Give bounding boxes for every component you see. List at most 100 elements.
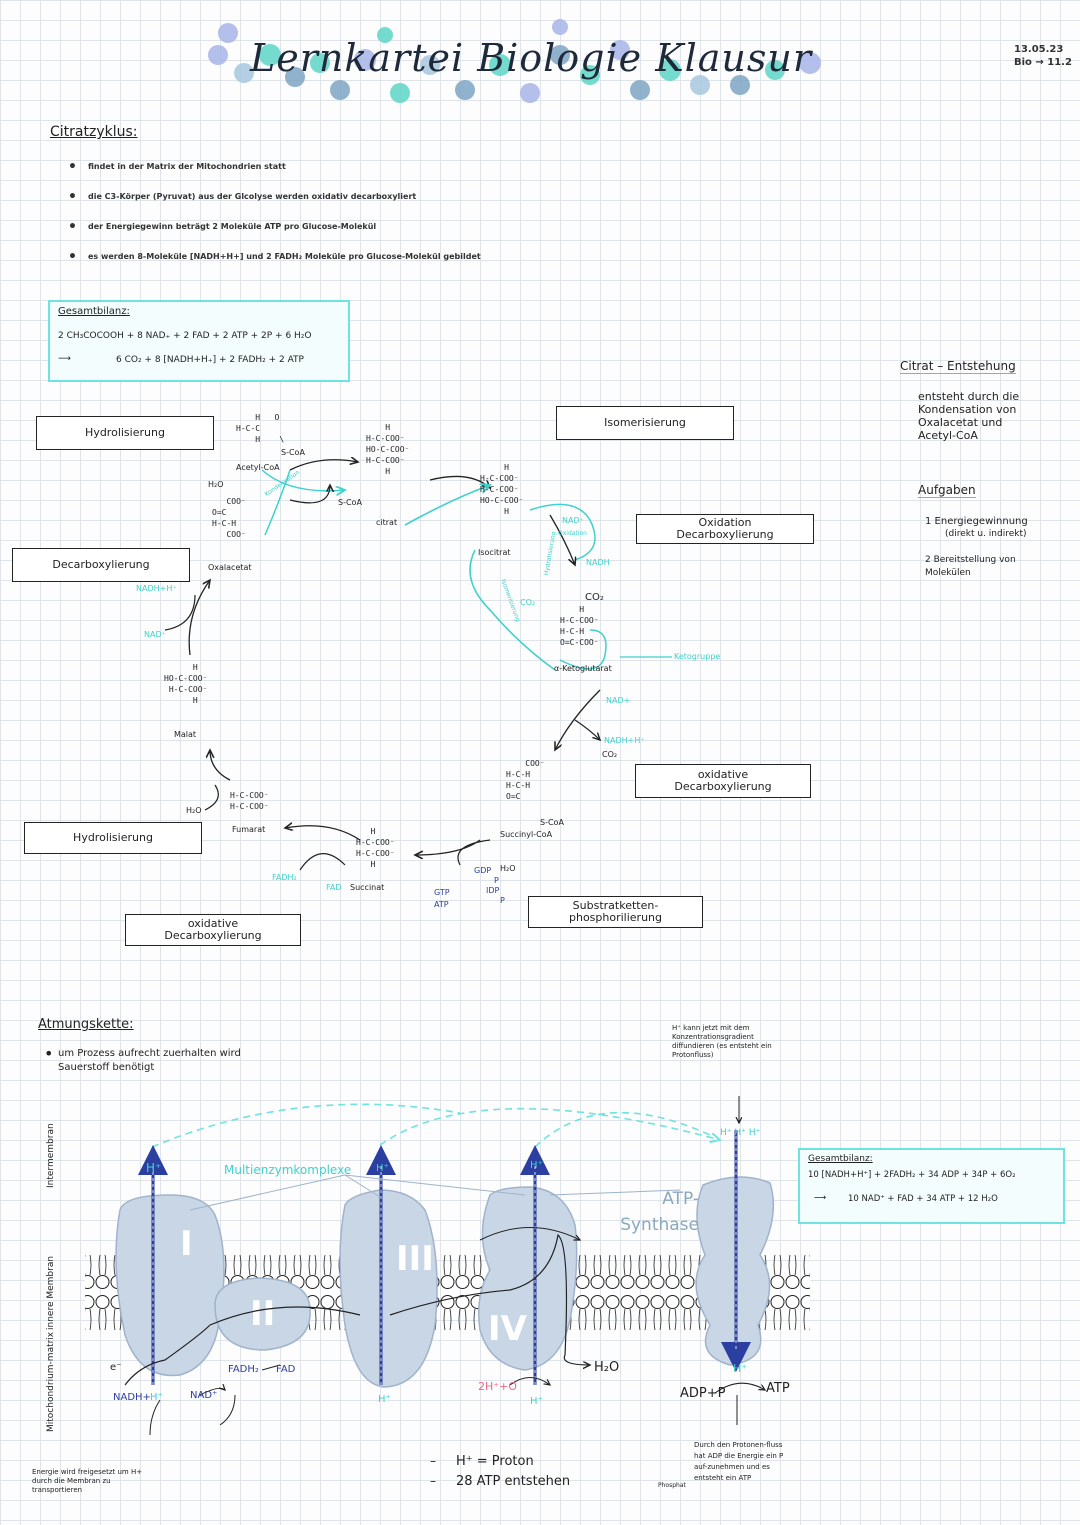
malate-structure: H HO-C-COO⁻ H-C-COO⁻ H: [164, 663, 208, 705]
hplus-label-4: H⁺: [378, 1394, 391, 1405]
h2o-bottom-label: H₂O: [186, 806, 202, 815]
respiratory-chain-heading: Atmungskette:: [38, 1017, 134, 1032]
fad-small-label: FAD: [326, 883, 342, 892]
side-label-matrix: Mitochondrium-matrix: [46, 1331, 56, 1432]
citrate-balance-line2: ⟶ 6 CO₂ + 8 [NADH+H₊] + 2 FADH₂ + 2 ATP: [58, 354, 304, 365]
complex-ii-label: II: [250, 1294, 275, 1334]
isocitrate-label: Isocitrat: [478, 548, 511, 557]
acetyl-coa-label: Acetyl-CoA: [236, 463, 280, 472]
tasks-heading: Aufgaben: [918, 483, 976, 498]
idp-label: IDP: [486, 886, 500, 895]
fadh2-label: FADH₂: [228, 1364, 259, 1375]
citrate-balance-label: Gesamtbilanz:: [58, 306, 130, 317]
complex-iv-label: IV: [488, 1309, 528, 1349]
gdp-label: GDP: [474, 866, 492, 875]
oxalacetate-structure: COO⁻ O=C H-C-H COO⁻: [212, 497, 246, 539]
malate-label: Malat: [174, 730, 197, 739]
succinate-label: Succinat: [350, 883, 385, 892]
synthase-note: Durch den Protonen-fluss hat ADP die Ene…: [694, 1441, 784, 1482]
complex-iii-label: III: [396, 1239, 434, 1279]
energy-note: Energie wird freigesetzt um H+ durch die…: [32, 1468, 143, 1494]
legend-dash-1: –: [430, 1454, 436, 1468]
citrate-balance-box: Gesamtbilanz: 2 CH₃COCOOH + 8 NAD₊ + 2 F…: [48, 300, 350, 382]
atp-output-label: ATP: [766, 1381, 790, 1396]
oxidation-small-label: Oxidation: [558, 530, 587, 537]
fadh2-small-label: FADH₂: [272, 873, 297, 882]
respiratory-balance-box: Gesamtbilanz: 10 [NADH+H⁺] + 2FADH₂ + 34…: [798, 1148, 1065, 1224]
hplus-label-6: H⁺: [733, 1362, 748, 1375]
step-substrate-phosphorylation: Substratketten-phosphorilierung: [528, 896, 703, 928]
step-oxidative-decarb-bottom: oxidative Decarboxylierung: [125, 914, 301, 946]
hplus-label-3: H⁺: [530, 1160, 543, 1171]
succinate-structure: H H-C-COO⁻ H-C-COO⁻ H: [356, 827, 395, 869]
step-oxidative-decarb-right: oxidative Decarboxylierung: [635, 764, 811, 798]
bullet-3: der Energiegewinn beträgt 2 Moleküle ATP…: [68, 219, 376, 235]
s-coa-succ-label: S-CoA: [540, 818, 564, 827]
respiratory-chain-diagram: I II III IV: [85, 1096, 810, 1435]
co2-iso-label: CO₂: [585, 592, 604, 603]
citrate-label: citrat: [376, 518, 398, 527]
oxalacetate-label: Oxalacetat: [208, 563, 252, 572]
ketoglutarate-label: α-Ketoglutarat: [554, 664, 612, 673]
co2-keto-label: CO₂: [602, 750, 618, 759]
legend-atp-count: 28 ATP entstehen: [456, 1474, 571, 1489]
subject-label: Bio → 11.2: [1014, 57, 1072, 68]
phosphat-label: Phosphat: [658, 1482, 686, 1489]
succinyl-coa-structure: COO⁻ H-C-H H-C-H O=C: [506, 759, 545, 801]
respiratory-balance-line2: ⟶ 10 NAD⁺ + FAD + 34 ATP + 12 H₂O: [814, 1193, 998, 1204]
step-hydrolysis-bottom: Hydrolisierung: [24, 822, 202, 854]
multienzyme-label: Multienzymkomplexe: [224, 1163, 352, 1177]
nadh-keto-label: NADH+H⁺: [604, 736, 645, 745]
task-1: 1 Energiegewinnung: [925, 516, 1028, 527]
p-label-2: P: [500, 896, 505, 905]
respiratory-balance-line1: 10 [NADH+H⁺] + 2FADH₂ + 34 ADP + 34P + 6…: [808, 1170, 1016, 1180]
electron-label: e⁻: [110, 1362, 122, 1373]
h2o-top-label: H₂O: [208, 480, 224, 489]
atp-label: ATP: [434, 900, 449, 909]
gtp-label: GTP: [434, 888, 450, 897]
page-title: Lernkartei Biologie Klausur: [250, 36, 813, 80]
step-decarboxylation: Decarboxylierung: [12, 548, 190, 582]
s-coa-label: S-CoA: [281, 448, 305, 457]
fumarate-structure: H-C-COO⁻ H-C-COO⁻: [230, 791, 269, 811]
task-2: 2 Bereitstellung von Molekülen: [925, 555, 1016, 578]
h2o-succ-label: H₂O: [500, 864, 516, 873]
fumarate-label: Fumarat: [232, 825, 266, 834]
citrate-balance-line1: 2 CH₃COCOOH + 8 NAD₊ + 2 FAD + 2 ATP + 2…: [58, 331, 312, 341]
hplus-label-nadh: H⁺: [150, 1392, 163, 1403]
step-hydrolysis-top: Hydrolisierung: [36, 416, 214, 450]
complex-i-label: I: [180, 1224, 193, 1264]
legend-dash-2: –: [430, 1474, 436, 1488]
hplus-label-5: H⁺: [530, 1396, 543, 1407]
water-out-label: H₂O: [594, 1360, 620, 1375]
co2-small-label: CO₂: [520, 598, 536, 607]
citrate-origin-text: entsteht durch die Kondensation von Oxal…: [918, 390, 1020, 442]
citrate-cycle-heading: Citratzyklus:: [50, 124, 138, 140]
citrate-origin-heading: Citrat – Entstehung: [900, 359, 1016, 374]
title-decoration: [208, 19, 821, 103]
atp-synthase-label: ATP-Synthase: [620, 1189, 699, 1235]
citrate-structure: H H-C-COO⁻ HO-C-COO⁻ H-C-COO⁻ H: [366, 423, 410, 476]
hplus-cluster-1: H⁺: [720, 1128, 732, 1138]
respiratory-balance-label: Gesamtbilanz:: [808, 1154, 873, 1164]
hplus-cluster-2: H⁺: [734, 1128, 746, 1138]
nadh-label: NADH+: [113, 1392, 151, 1403]
bullet-2: die C3-Körper (Pyruvat) aus der Glcolyse…: [68, 189, 416, 205]
legend-proton: H⁺ = Proton: [456, 1454, 534, 1469]
nadh-iso-label: NADH: [586, 558, 610, 567]
nad-iso-label: NAD⁺: [562, 516, 584, 525]
side-label-inner-membrane: innere Membran: [46, 1255, 56, 1330]
bullet-1: findet in der Matrix der Mitochondrien s…: [68, 159, 286, 175]
bullet-4: es werden 8-Moleküle [NADH+H+] und 2 FAD…: [68, 249, 481, 265]
p-label-1: P: [494, 876, 499, 885]
nadh-left-label: NADH+H⁺: [136, 584, 177, 593]
adp-label: ADP+P: [680, 1386, 726, 1401]
nad-keto-label: NAD+: [606, 696, 631, 705]
nad-left-label: NAD⁺: [144, 630, 166, 639]
step-oxidation-decarb: Oxidation Decarboxylierung: [636, 514, 814, 544]
isocitrate-structure: H H-C-COO⁻ H-C-COO⁻ HO-C-COO⁻ H: [480, 463, 524, 516]
proton-flow-note: H⁺ kann jetzt mit dem Konzentrationsgrad…: [672, 1024, 772, 1059]
respiratory-bullet-2: Sauerstoff benötigt: [58, 1062, 155, 1073]
s-coa-label-2: S-CoA: [338, 498, 362, 507]
respiratory-bullet-dot: •: [44, 1044, 54, 1063]
